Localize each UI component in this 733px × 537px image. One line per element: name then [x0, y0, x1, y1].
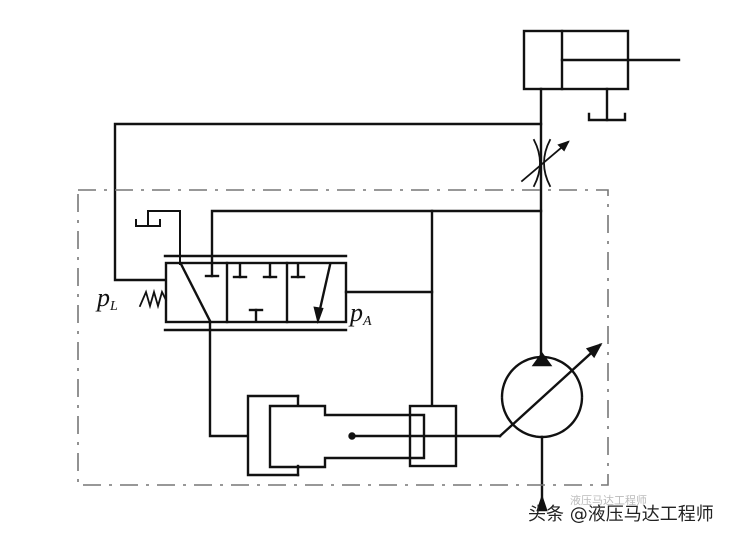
spring-icon [138, 288, 168, 310]
variable-pump-icon [498, 342, 603, 512]
load-sense-line [113, 122, 543, 282]
watermark: 头条 @液压马达工程师 [528, 504, 714, 525]
pilot-line [210, 209, 543, 278]
valve-tank-icon [135, 210, 181, 265]
servo-line [208, 320, 249, 438]
load-pressure-label: pL [97, 283, 118, 314]
watermark-faint: 液压马达工程师 [570, 494, 647, 507]
tank-icon [587, 87, 627, 122]
control-valve [163, 254, 348, 332]
actuator-cylinder [522, 29, 681, 91]
pump-control-boundary [77, 189, 609, 486]
adjustable-throttle-icon [520, 138, 570, 188]
servo-cylinder [246, 394, 502, 477]
pump-pressure-label: pA [350, 298, 372, 329]
